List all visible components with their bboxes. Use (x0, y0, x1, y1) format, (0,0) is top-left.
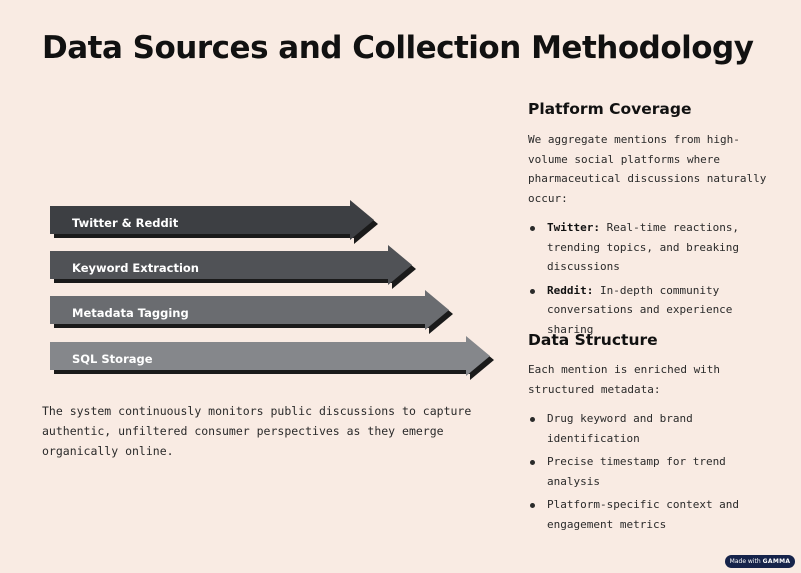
badge-prefix: Made with (729, 558, 761, 565)
system-description: The system continuously monitors public … (42, 404, 472, 458)
bullet-icon (530, 288, 535, 294)
data-structure-section: Data Structure Each mention is enriched … (528, 331, 778, 534)
list-item: Platform-specific context and engagement… (528, 495, 778, 534)
platform-coverage-section: Platform Coverage We aggregate mentions … (528, 100, 778, 339)
list-item-text: Platform-specific context and engagement… (547, 498, 740, 531)
list-item: Twitter: Real-time reactions, trending t… (528, 218, 778, 277)
arrow-shape-4 (50, 336, 494, 380)
pipeline-label-3: Metadata Tagging (72, 306, 189, 320)
list-item: Reddit: In-depth community conversations… (528, 281, 778, 340)
data-structure-intro: Each mention is enriched with structured… (528, 363, 721, 396)
arrow-shape-1 (50, 200, 378, 244)
data-structure-heading: Data Structure (528, 331, 658, 349)
made-with-gamma-badge[interactable]: Made with GAMMA (725, 555, 795, 568)
platform-coverage-heading: Platform Coverage (528, 100, 692, 118)
bullet-icon (530, 226, 535, 231)
page-title: Data Sources and Collection Methodology (42, 30, 754, 66)
metadata-list: Drug keyword and brand identification Pr… (528, 409, 778, 534)
platform-term: Twitter: (547, 221, 600, 234)
platform-coverage-intro: We aggregate mentions from high-volume s… (528, 133, 767, 205)
pipeline-label-4: SQL Storage (72, 352, 153, 366)
arrow-shape-3 (50, 290, 453, 334)
bullet-icon (530, 503, 535, 508)
list-item-text: Drug keyword and brand identification (547, 412, 693, 445)
pipeline-label-1: Twitter & Reddit (72, 216, 179, 230)
pipeline-label-2: Keyword Extraction (72, 261, 199, 275)
list-item-text: Precise timestamp for trend analysis (547, 455, 726, 488)
platform-desc: Real-time reactions, trending topics, an… (547, 221, 740, 273)
bullet-icon (530, 417, 535, 422)
gamma-logo: GAMMA (762, 558, 791, 565)
platform-desc: In-depth community conversations and exp… (547, 283, 733, 336)
arrow-shape-2 (50, 245, 416, 289)
pipeline-arrow-2: Keyword Extraction (48, 245, 416, 293)
platform-term: Reddit: (547, 283, 594, 297)
list-item: Precise timestamp for trend analysis (528, 452, 778, 491)
bullet-icon (530, 460, 535, 465)
pipeline-arrow-1: Twitter & Reddit (48, 200, 378, 248)
pipeline-arrow-4: SQL Storage (48, 336, 494, 384)
platform-list: Twitter: Real-time reactions, trending t… (528, 218, 778, 339)
list-item: Drug keyword and brand identification (528, 409, 778, 448)
pipeline-arrow-3: Metadata Tagging (48, 290, 453, 338)
